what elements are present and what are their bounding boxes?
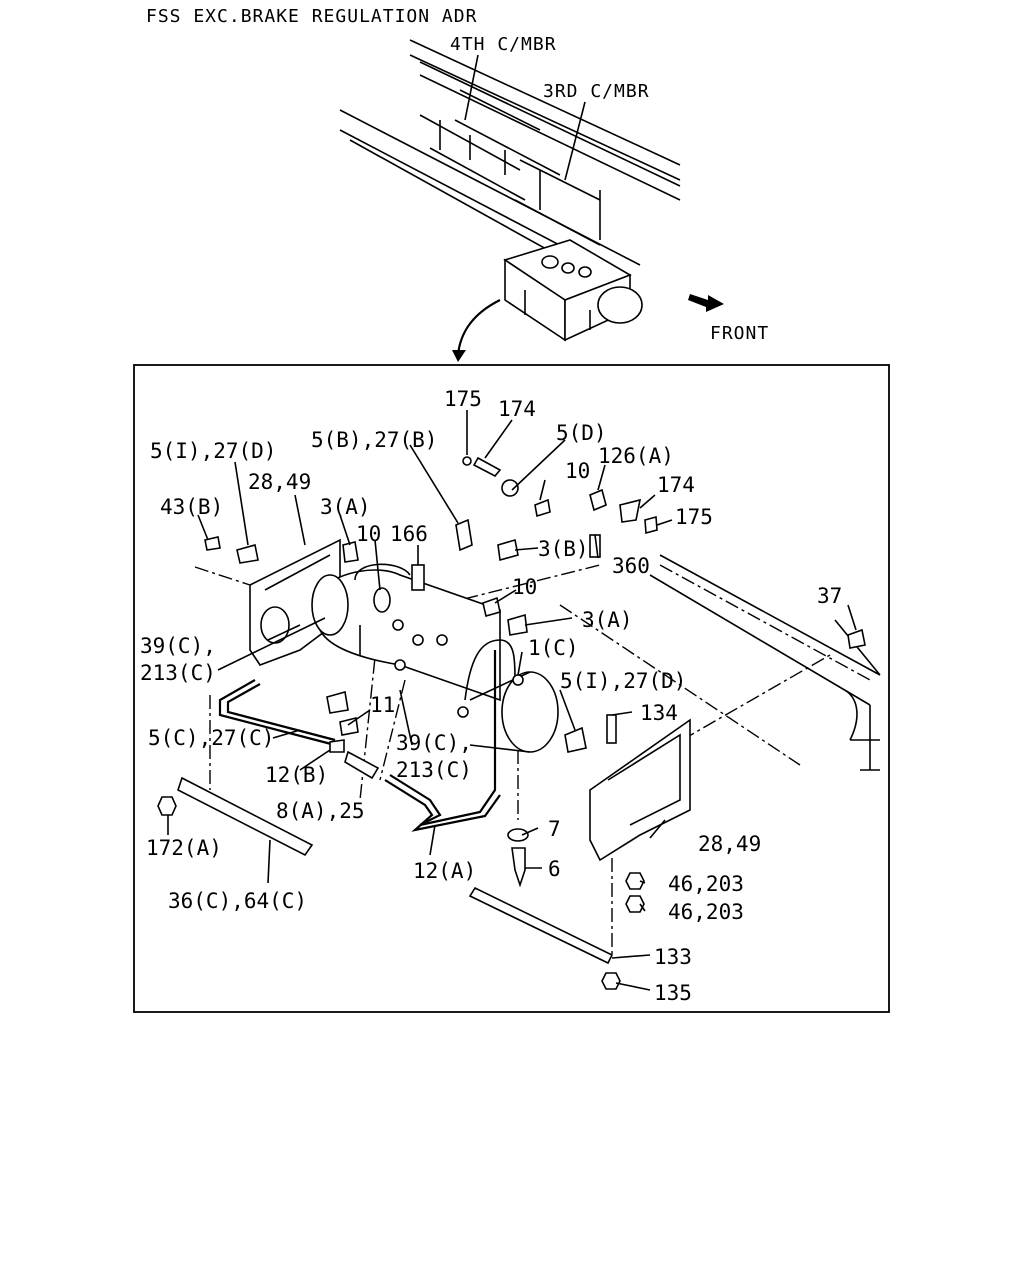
frame-rail	[649, 554, 881, 771]
callout-172a: 172(A)	[146, 836, 222, 860]
callout-135: 135	[654, 981, 692, 1005]
callout-5i-27d-left: 5(I),27(D)	[150, 439, 276, 463]
chassis-frame-overview	[339, 39, 681, 291]
brake-pipes	[218, 650, 501, 832]
callout-5i-27d-right: 5(I),27(D)	[560, 669, 686, 693]
lower-straps	[177, 776, 614, 965]
callout-174-right: 174	[657, 473, 695, 497]
callout-12b: 12(B)	[265, 763, 328, 787]
callout-6: 6	[548, 857, 561, 881]
callout-11: 11	[370, 693, 395, 717]
callout-36c-64c: 36(C),64(C)	[168, 889, 307, 913]
callout-126a: 126(A)	[598, 444, 674, 468]
callout-134: 134	[640, 701, 678, 725]
callout-8a-25: 8(A),25	[276, 799, 365, 823]
callout-28-49-right: 28,49	[698, 832, 761, 856]
callout-7: 7	[548, 817, 561, 841]
label-3rd-crossmember: 3RD C/MBR	[543, 81, 650, 102]
detail-pointer-arrow	[456, 299, 501, 356]
detail-frame	[133, 364, 890, 1013]
callout-3a-left: 3(A)	[320, 495, 371, 519]
leader-lines	[167, 410, 857, 991]
callout-5d: 5(D)	[556, 421, 607, 445]
label-front: FRONT	[710, 323, 769, 344]
callout-10-top: 10	[565, 459, 590, 483]
callout-46-203-b: 46,203	[668, 900, 744, 924]
tank-assembly-overview	[503, 239, 643, 342]
callout-10-left: 10	[356, 522, 381, 546]
left-tank-bracket	[249, 538, 341, 666]
callout-10-mid: 10	[512, 575, 537, 599]
callout-12a: 12(A)	[413, 859, 476, 883]
callout-133: 133	[654, 945, 692, 969]
callout-3b: 3(B)	[538, 537, 589, 561]
callout-360: 360	[612, 554, 650, 578]
callout-175-top: 175	[444, 387, 482, 411]
fittings	[157, 456, 866, 990]
main-air-tank	[311, 563, 501, 702]
callout-175-right: 175	[675, 505, 713, 529]
label-4th-crossmember: 4TH C/MBR	[450, 34, 557, 55]
callout-43b: 43(B)	[160, 495, 223, 519]
right-tank-bracket	[589, 718, 691, 862]
front-direction-arrow	[688, 294, 724, 312]
callout-5c-27c: 5(C),27(C)	[148, 726, 274, 750]
callout-174-top: 174	[498, 397, 536, 421]
callout-39c-mid: 39(C),	[396, 731, 472, 755]
callout-5b-27b: 5(B),27(B)	[311, 428, 437, 452]
callout-1c: 1(C)	[528, 636, 579, 660]
callout-37: 37	[817, 584, 842, 608]
assembly-centerlines	[194, 564, 871, 955]
diagram-title: FSS EXC.BRAKE REGULATION ADR	[146, 6, 477, 27]
callout-46-203-a: 46,203	[668, 872, 744, 896]
callout-28-49-left: 28,49	[248, 470, 311, 494]
callout-39c-left: 39(C),	[140, 634, 216, 658]
callout-166: 166	[390, 522, 428, 546]
callout-3a-right: 3(A)	[582, 608, 633, 632]
callout-213c-left: 213(C)	[140, 661, 216, 685]
callout-213c-mid: 213(C)	[396, 758, 472, 782]
